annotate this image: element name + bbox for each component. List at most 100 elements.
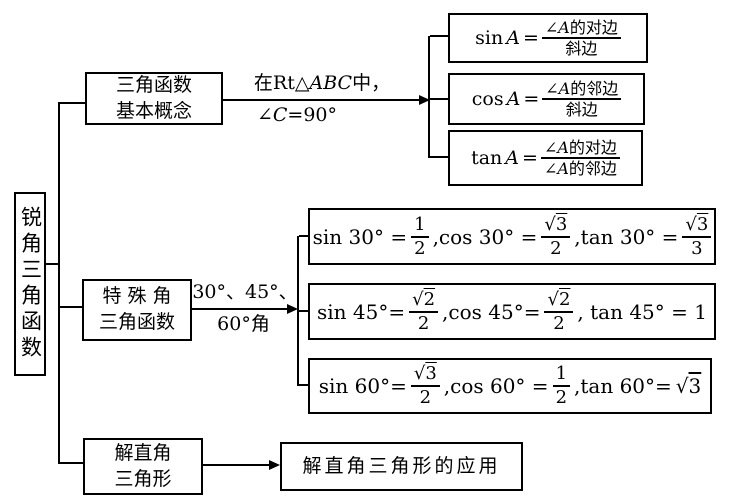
deg60-tan-radicand: 3 [688, 374, 702, 398]
sqrt-icon: √ [413, 363, 426, 385]
tan-denominator: ∠A的邻边 [541, 159, 620, 178]
deg45-cos-fraction: √2 2 [544, 288, 574, 334]
tan-den-angle: ∠A [543, 159, 569, 178]
application-box: 解直角三角形的应用 [280, 442, 523, 491]
sin-var: A [506, 27, 520, 49]
arrow1-label-top: 在Rt△ABC中， [224, 72, 420, 95]
deg30-box: sin 30° = 1 2 ,cos 30° = √3 2 ,tan 30° =… [308, 208, 716, 265]
deg30-tan-den: 3 [691, 237, 703, 259]
tan-fraction: ∠A 的对边 ∠A的邻边 [540, 137, 620, 178]
sin-numerator: ∠A的对边 [541, 17, 621, 39]
deg45-stub-line [299, 310, 308, 312]
tan-eq: = [522, 147, 538, 169]
branch1-connector-line [60, 102, 85, 104]
root-label: 锐角三角函数 [18, 206, 43, 362]
deg30-sin-den: 2 [414, 237, 426, 259]
deg45-tan-lhs: , tan 45° = 1 [577, 299, 707, 324]
sqrt-icon: √ [412, 288, 424, 310]
deg45-box: sin 45°= √2 2 ,cos 45°= √2 2 , tan 45° =… [308, 283, 716, 340]
arrow1-label-var: ABC [309, 72, 353, 94]
deg60-stub-line [299, 384, 308, 386]
trunk-line [58, 102, 60, 464]
deg60-sin-radicand: 3 [425, 363, 437, 385]
deg45-cos-den: 2 [553, 312, 565, 334]
deg60-tan-value: √3 [676, 374, 701, 398]
cos-formula-box: cos A = ∠A的邻边 斜边 [448, 73, 645, 125]
tan-den-text: 的邻边 [568, 159, 617, 178]
deg60-cos-den: 2 [555, 387, 568, 408]
deg45-sin-num: √2 [409, 288, 439, 313]
sqrt-icon: √ [544, 213, 556, 235]
deg30-tan-lhs: ,tan 30° = [574, 224, 679, 249]
arrow1-label-pre: 在Rt△ [253, 72, 310, 94]
arrow1-label-bottom: ∠C=90° [232, 104, 362, 127]
deg60-tan-lhs: ,tan 60°= [574, 374, 672, 398]
deg30-cos-radicand: 3 [555, 213, 568, 235]
application-label: 解直角三角形的应用 [302, 454, 501, 477]
sin-denominator: 斜边 [565, 39, 598, 58]
sin-num-text: 的对边 [569, 17, 618, 37]
sqrt-icon: √ [675, 374, 689, 398]
deg45-sin-den: 2 [417, 312, 430, 334]
branch3-connector-line [60, 462, 83, 464]
solve-triangle-label-line1: 解直角 [114, 441, 172, 464]
sin-num-angle: ∠A [544, 17, 570, 37]
tan-num-text: 的对边 [568, 137, 617, 157]
special-angles-label-line2: 三角函数 [98, 311, 175, 333]
tan-var: A [505, 147, 520, 169]
tan-fn: tan [471, 147, 503, 169]
arrow3-head-icon [269, 460, 280, 470]
cos-fn: cos [471, 88, 504, 110]
deg60-sin-den: 2 [419, 387, 432, 408]
bracket1-line [428, 36, 430, 158]
deg30-sin-fraction: 1 2 [411, 214, 429, 259]
deg45-cos-radicand: 2 [558, 288, 571, 310]
deg30-cos-num: √3 [541, 213, 571, 238]
deg30-tan-num: √3 [682, 213, 712, 238]
arrow1-label2-post: =90° [287, 104, 338, 126]
arrow2-label-bottom: 60°角 [217, 313, 270, 335]
branch2-connector-line [60, 306, 82, 308]
cos-num-text: 的邻边 [570, 78, 619, 98]
cos-numerator: ∠A的邻边 [542, 78, 622, 100]
sin-stub-line [430, 35, 448, 37]
deg45-sin-radicand: 2 [423, 288, 436, 310]
cos-num-angle: ∠A [545, 78, 571, 98]
sqrt-icon: √ [547, 288, 559, 310]
sin-eq: = [522, 27, 539, 49]
deg30-tan-radicand: 3 [696, 213, 709, 235]
cos-eq: = [523, 88, 540, 110]
special-angles-label-line1: 特 殊 角 [102, 285, 172, 308]
deg30-stub-line [299, 235, 308, 237]
arrow1-label2-var: ∠C [256, 104, 288, 126]
arrow1-label-post: 中， [352, 72, 391, 94]
special-angles-box: 特 殊 角 三角函数 [82, 279, 192, 341]
deg60-cos-fraction: 1 2 [552, 363, 571, 408]
deg45-cos-num: √2 [544, 288, 574, 313]
basic-concepts-box: 三角函数 基本概念 [85, 72, 223, 125]
deg30-cos-fraction: √3 2 [541, 213, 571, 259]
sin-fn: sin [475, 27, 504, 49]
deg30-cos-den: 2 [550, 237, 562, 259]
deg60-cos-num: 1 [552, 363, 571, 387]
tan-formula-box: tan A = ∠A 的对边 ∠A的邻边 [448, 130, 643, 186]
deg60-cos-lhs: ,cos 60° = [443, 374, 549, 398]
deg45-cos-lhs: ,cos 45°= [442, 299, 541, 324]
deg60-sin-num: √3 [410, 363, 440, 387]
deg30-sin-num: 1 [411, 214, 429, 238]
cos-denominator: 斜边 [565, 100, 598, 119]
solve-triangle-box: 解直角 三角形 [83, 438, 203, 495]
deg30-cos-lhs: ,cos 30° = [432, 224, 538, 249]
deg30-sin-lhs: sin 30° = [312, 224, 408, 249]
deg45-sin-lhs: sin 45°= [317, 299, 406, 324]
deg60-box: sin 60°= √3 2 ,cos 60° = 1 2 ,tan 60°= √… [308, 358, 712, 414]
basic-concepts-label-line1: 三角函数 [115, 73, 192, 96]
arrow2-head-icon [287, 304, 298, 314]
root-connector-line [46, 263, 58, 265]
solve-triangle-label-line2: 三角形 [114, 467, 172, 490]
arrow2-line [192, 308, 289, 310]
deg60-sin-lhs: sin 60°= [318, 374, 407, 398]
sqrt-icon: √ [685, 213, 697, 235]
sin-formula-box: sin A = ∠A的对边 斜边 [448, 13, 648, 63]
